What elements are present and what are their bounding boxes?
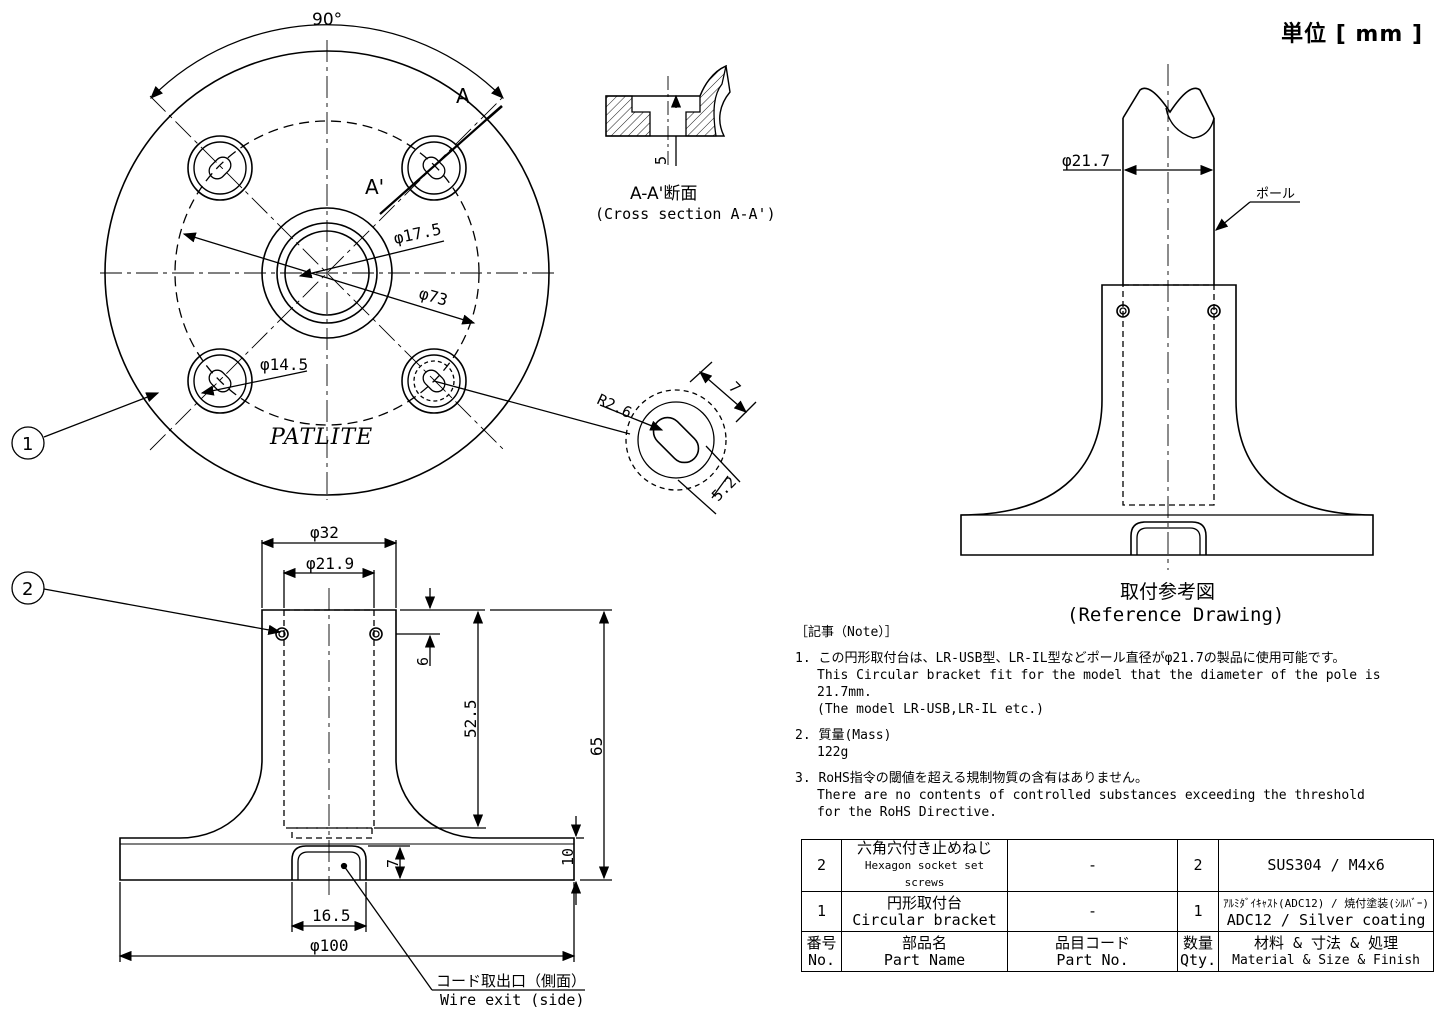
header-material-jp: 材料 & 寸法 & 処理 <box>1253 933 1399 952</box>
dim-10-label: 10 <box>559 848 577 866</box>
cell-material: SUS304 / M4x6 <box>1218 839 1434 892</box>
note-3-en-2: for the RoHS Directive. <box>817 805 998 820</box>
cell-material-2: SUS304 / M4x6 <box>1267 856 1385 874</box>
cell-name: 六角穴付き止めねじ Hexagon socket set screws <box>841 839 1008 892</box>
dim-hole-label: φ14.5 <box>260 355 308 374</box>
note-1-en-1: This Circular bracket fit for the model … <box>817 668 1381 700</box>
cell-material-2: ADC12 / Silver coating <box>1226 910 1426 929</box>
cell-name-jp: 六角穴付き止めねじ <box>856 839 992 857</box>
dim-165-label: 16.5 <box>312 906 351 925</box>
detail-view <box>599 361 757 515</box>
cell-material-1: ｱﾙﾐﾀﾞｲｷｬｽﾄ(ADC12) / 焼付塗装(ｼﾙﾊﾞｰ) <box>1223 896 1430 910</box>
dim-525-label: 52.5 <box>461 699 480 738</box>
cell-no: 1 <box>801 891 842 932</box>
notes-header: ［記事（Note）］ <box>795 625 898 640</box>
section-title-jp: A-A'断面 <box>630 184 697 204</box>
dim-65-label: 65 <box>587 737 606 756</box>
dim-32-label: φ32 <box>310 523 339 542</box>
header-no-en: No. <box>807 950 836 969</box>
detail-r-label: R2.6 <box>594 390 634 422</box>
note-1-en-2: (The model LR-USB,LR-IL etc.) <box>817 702 1044 717</box>
dim-6-label: 6 <box>414 657 432 666</box>
section-mark-a: A <box>456 84 470 108</box>
wire-exit-jp: コード取出口（側面） <box>436 972 586 990</box>
ref-pole-label: ポール <box>1256 187 1295 202</box>
note-3-jp: 3. RoHS指令の閾値を超える規制物質の含有はありません。 <box>795 771 1149 786</box>
side-view <box>43 537 612 991</box>
mounting-hole <box>401 348 467 414</box>
note-3-en-1: There are no contents of controlled subs… <box>817 788 1365 803</box>
ref-pole-dim: φ21.7 <box>1062 151 1110 170</box>
header-code-en: Part No. <box>1056 950 1129 969</box>
cell-code: - <box>1007 891 1178 932</box>
cell-no: 2 <box>801 839 842 892</box>
header-material-en: Material & Size & Finish <box>1232 952 1420 968</box>
dim-100-label: φ100 <box>310 936 349 955</box>
cell-name-en: Circular bracket <box>852 910 997 929</box>
section-dim-label: 5 <box>652 156 670 165</box>
dim-pcd-label: φ73 <box>417 284 450 310</box>
angle-label: 90° <box>312 10 342 30</box>
wire-exit-en: Wire exit (side) <box>440 991 585 1009</box>
reference-view <box>960 64 1374 570</box>
note-2-jp: 2. 質量(Mass) <box>795 728 892 743</box>
balloon-2 <box>11 571 45 605</box>
header-qty-jp: 数量 <box>1183 933 1214 952</box>
balloon-2-label: 2 <box>22 579 33 600</box>
cell-code: - <box>1007 839 1178 892</box>
cell-qty: 2 <box>1176 839 1220 892</box>
detail-7-label: 7 <box>725 378 744 397</box>
brand-logo: PATLITE <box>269 425 373 450</box>
note-1-jp: 1. この円形取付台は、LR-USB型、LR-IL型などポール直径がφ21.7の… <box>795 651 1346 666</box>
cell-qty: 1 <box>1176 891 1220 932</box>
dim-219-label: φ21.9 <box>306 554 354 573</box>
header-name-jp: 部品名 <box>901 933 947 952</box>
cell-material: ｱﾙﾐﾀﾞｲｷｬｽﾄ(ADC12) / 焼付塗装(ｼﾙﾊﾞｰ)ADC12 / S… <box>1218 891 1434 932</box>
section-mark-a-prime: A' <box>365 175 384 199</box>
ref-title-jp: 取付参考図 <box>1120 581 1215 603</box>
table-row: 2 六角穴付き止めねじ Hexagon socket set screws - 2… <box>801 839 1434 892</box>
note-2-value: 122g <box>817 745 849 760</box>
section-title-en: (Cross section A-A') <box>595 205 776 223</box>
balloon-1 <box>11 426 45 460</box>
header-code-jp: 品目コード <box>1054 933 1130 952</box>
mounting-hole <box>187 135 253 201</box>
dim-7-label: 7 <box>384 859 402 868</box>
cell-name-jp: 円形取付台 <box>886 893 962 912</box>
cell-name-en: Hexagon socket set screws <box>864 859 985 889</box>
parts-table: 2 六角穴付き止めねじ Hexagon socket set screws - 2… <box>801 839 1434 972</box>
header-name-en: Part Name <box>883 950 966 969</box>
balloon-1-label: 1 <box>22 434 33 455</box>
ref-title-en: (Reference Drawing) <box>1067 604 1284 626</box>
header-qty-en: Qty. <box>1180 950 1217 969</box>
section-view <box>605 64 731 166</box>
unit-label: 単位 [ mm ] <box>1281 22 1423 47</box>
header-no-jp: 番号 <box>806 933 837 952</box>
notes-section: ［記事（Note）］ 1. この円形取付台は、LR-USB型、LR-IL型などポ… <box>795 624 1435 821</box>
top-view <box>43 24 631 500</box>
